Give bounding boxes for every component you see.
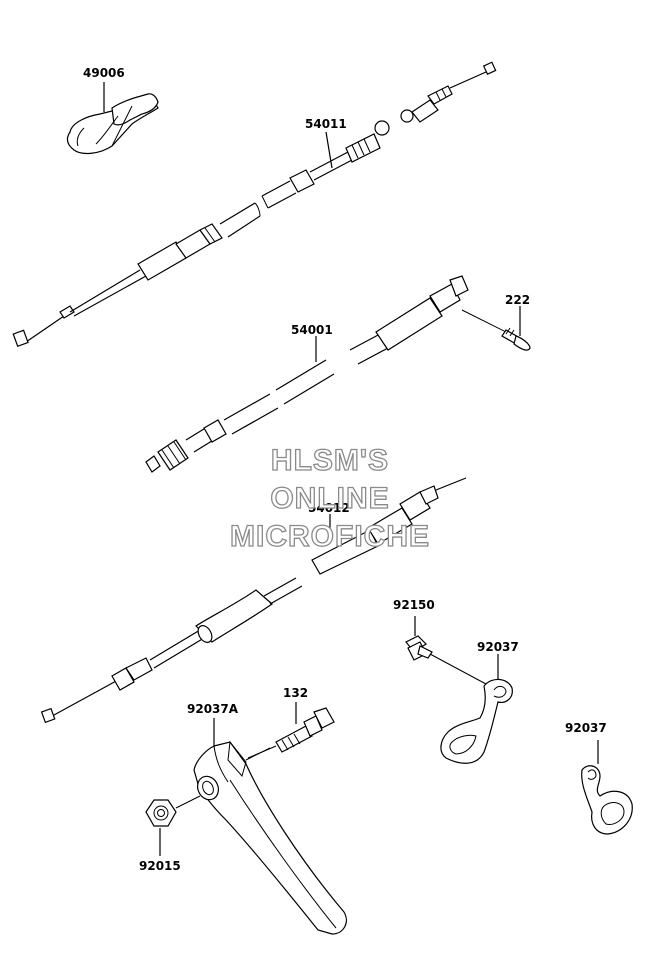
- watermark-line3: MICROFICHE: [230, 520, 430, 553]
- bracket-92037A: [193, 718, 347, 935]
- part-label-92037A: 92037A: [187, 702, 239, 716]
- part-label-54012: 54012: [308, 501, 350, 515]
- cable-54011: [12, 61, 497, 348]
- screw-222: [461, 306, 531, 351]
- part-label-92150: 92150: [393, 598, 435, 612]
- cable-54012: [40, 477, 467, 724]
- cable-54001: [145, 275, 469, 473]
- part-label-132: 132: [283, 686, 308, 700]
- bolt-132: [247, 702, 335, 759]
- part-label-92015: 92015: [139, 859, 181, 873]
- part-label-54001: 54001: [291, 323, 333, 337]
- clamp-92037-right: [440, 654, 513, 764]
- watermark-line1: HLSM'S: [271, 444, 389, 477]
- clamp-92037-far-right: [581, 740, 633, 835]
- boot-cover-49006: [66, 93, 159, 155]
- part-label-222: 222: [505, 293, 530, 307]
- part-label-92037-right: 92037: [477, 640, 519, 654]
- bolt-92150: [405, 616, 487, 685]
- watermark-line2: ONLINE: [270, 482, 389, 515]
- part-label-49006: 49006: [83, 66, 125, 80]
- part-label-92037-far-right: 92037: [565, 721, 607, 735]
- nut-92015: [145, 795, 201, 856]
- part-label-54011: 54011: [305, 117, 347, 131]
